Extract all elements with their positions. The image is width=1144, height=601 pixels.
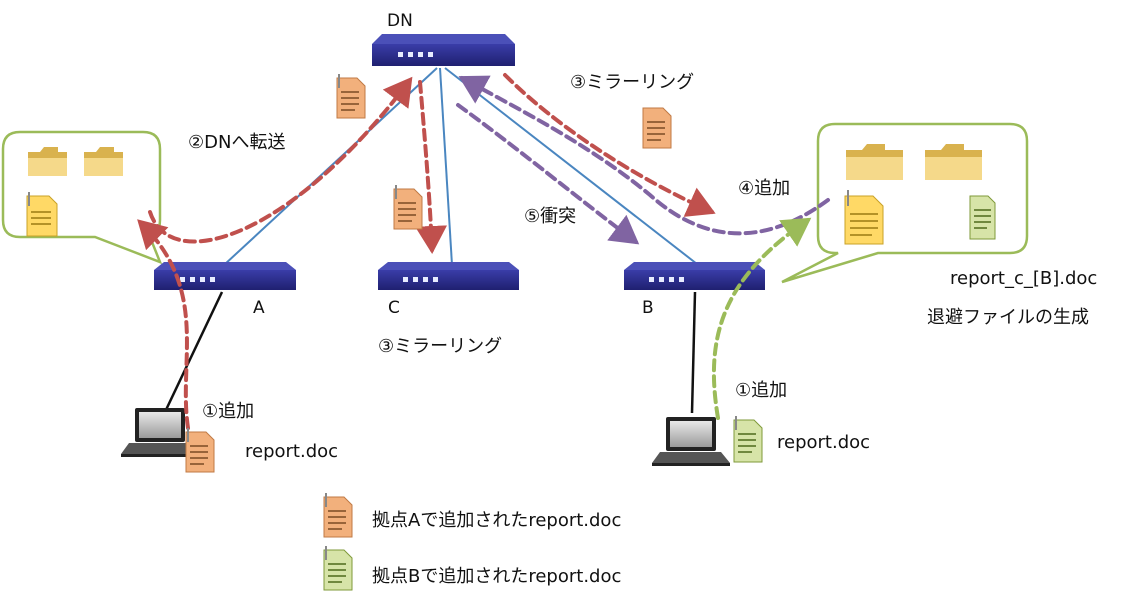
label-node-c: C bbox=[388, 298, 400, 318]
folder-icon bbox=[846, 144, 903, 180]
label-step-add-a: ①追加 bbox=[202, 401, 255, 422]
arrow-mirror-c bbox=[415, 80, 448, 254]
label-file-report-b: report.doc bbox=[777, 432, 871, 453]
document-orange-icon bbox=[642, 107, 672, 149]
arrow-mirror-b bbox=[503, 73, 716, 217]
label-step-mirror-c: ③ミラーリング bbox=[378, 336, 503, 357]
switch-a bbox=[154, 262, 296, 290]
document-orange-icon bbox=[336, 74, 366, 119]
arrow-transfer-dn bbox=[148, 76, 413, 244]
arrow-add-b bbox=[711, 217, 812, 420]
label-step-add-b: ①追加 bbox=[735, 380, 788, 401]
document-yellow-icon bbox=[26, 192, 58, 237]
document-green-icon bbox=[969, 195, 996, 240]
label-step-mirror-top: ③ミラーリング bbox=[570, 72, 695, 93]
cable-b bbox=[690, 291, 697, 414]
laptop-a-icon bbox=[121, 408, 199, 457]
switch-c bbox=[378, 262, 519, 290]
arrow-back-dn bbox=[458, 75, 830, 236]
label-node-b: B bbox=[642, 298, 654, 318]
label-step-conflict: ⑤衝突 bbox=[524, 206, 577, 227]
label-step-transfer: ②DNへ転送 bbox=[188, 132, 286, 153]
legend-site-a: 拠点Aで追加されたreport.doc bbox=[372, 510, 622, 531]
folder-icon bbox=[925, 144, 982, 180]
document-orange-icon bbox=[185, 428, 215, 473]
document-green-icon bbox=[733, 416, 763, 463]
document-orange-icon bbox=[393, 185, 423, 230]
label-step-add-4: ④追加 bbox=[738, 178, 791, 199]
red-arrows bbox=[137, 73, 716, 430]
label-node-a: A bbox=[253, 298, 265, 318]
legend-doc-green-icon bbox=[323, 546, 353, 591]
arrow-add-a bbox=[137, 219, 190, 430]
folder-icon bbox=[28, 147, 67, 176]
link-dn-c bbox=[439, 67, 453, 266]
legend-site-b: 拠点Bで追加されたreport.doc bbox=[372, 566, 622, 587]
link-dn-b bbox=[444, 67, 698, 265]
cable-a bbox=[163, 291, 224, 413]
switch-dn bbox=[372, 34, 515, 66]
legend-doc-orange-icon bbox=[323, 493, 353, 538]
label-node-dn: DN bbox=[387, 11, 413, 31]
purple-arrows bbox=[456, 75, 830, 245]
document-yellow-icon bbox=[844, 190, 884, 245]
label-conflict-file: report_c_[B].doc bbox=[950, 268, 1098, 289]
switch-b bbox=[624, 262, 765, 290]
label-backup-caption: 退避ファイルの生成 bbox=[927, 307, 1089, 328]
folder-icon bbox=[84, 147, 123, 176]
label-file-report-a: report.doc bbox=[245, 441, 339, 462]
arrow-conflict-b bbox=[456, 103, 640, 245]
laptop-b-icon bbox=[652, 417, 730, 466]
